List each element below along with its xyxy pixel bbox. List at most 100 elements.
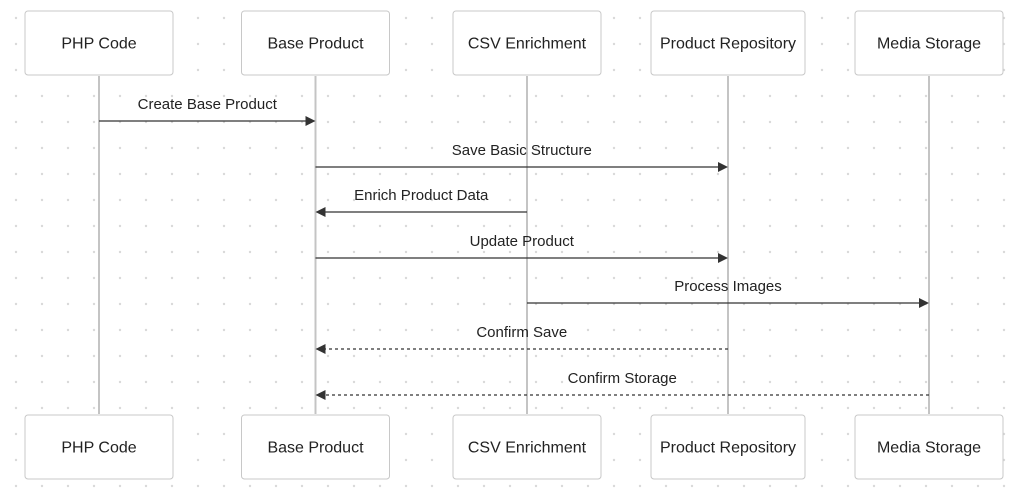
grid-dot <box>404 432 408 436</box>
grid-dot <box>742 120 746 124</box>
grid-dot <box>14 172 18 176</box>
grid-dot <box>248 484 252 488</box>
grid-dot <box>716 328 720 332</box>
grid-dot <box>638 380 642 384</box>
grid-dot <box>430 94 434 98</box>
grid-dot <box>378 484 382 488</box>
grid-dot <box>560 146 564 150</box>
grid-dot <box>66 120 70 124</box>
grid-dot <box>144 354 148 358</box>
grid-dot <box>1002 406 1006 410</box>
grid-dot <box>482 120 486 124</box>
grid-dot <box>768 380 772 384</box>
grid-dot <box>612 328 616 332</box>
grid-dot <box>92 328 96 332</box>
grid-dot <box>664 94 668 98</box>
grid-dot <box>274 94 278 98</box>
grid-dot <box>14 250 18 254</box>
grid-dot <box>638 198 642 202</box>
participant-label: Base Product <box>267 36 364 53</box>
participant-base-bottom: Base Product <box>241 414 390 480</box>
grid-dot <box>430 198 434 202</box>
grid-dot <box>170 302 174 306</box>
grid-dot <box>430 328 434 332</box>
grid-dot <box>846 328 850 332</box>
grid-dot <box>768 250 772 254</box>
grid-dot <box>92 224 96 228</box>
grid-dot <box>664 120 668 124</box>
grid-dot <box>898 146 902 150</box>
grid-dot <box>924 224 928 228</box>
grid-dot <box>14 68 18 72</box>
grid-dot <box>430 380 434 384</box>
grid-dot <box>508 328 512 332</box>
grid-dot <box>534 198 538 202</box>
grid-dot <box>794 146 798 150</box>
grid-dot <box>274 380 278 384</box>
grid-dot <box>846 432 850 436</box>
grid-dot <box>586 146 590 150</box>
grid-dot <box>924 406 928 410</box>
grid-dot <box>690 198 694 202</box>
grid-dot <box>508 484 512 488</box>
grid-dot <box>586 276 590 280</box>
grid-dot <box>14 380 18 384</box>
grid-dot <box>1002 302 1006 306</box>
grid-dot <box>300 94 304 98</box>
grid-dot <box>898 120 902 124</box>
grid-dot <box>924 146 928 150</box>
grid-dot <box>820 484 824 488</box>
grid-dot <box>378 380 382 384</box>
grid-dot <box>612 406 616 410</box>
grid-dot <box>430 250 434 254</box>
grid-dot <box>430 484 434 488</box>
grid-dot <box>170 354 174 358</box>
grid-dot <box>820 380 824 384</box>
participant-label: Product Repository <box>660 36 796 53</box>
grid-dot <box>898 354 902 358</box>
grid-dot <box>144 276 148 280</box>
grid-dot <box>404 42 408 46</box>
grid-dot <box>430 432 434 436</box>
grid-dot <box>534 120 538 124</box>
grid-dot <box>66 328 70 332</box>
grid-dot <box>456 406 460 410</box>
grid-dot <box>118 198 122 202</box>
grid-dot <box>690 172 694 176</box>
grid-dot <box>378 146 382 150</box>
grid-dot <box>976 120 980 124</box>
grid-dot <box>300 250 304 254</box>
grid-dot <box>14 302 18 306</box>
grid-dot <box>794 406 798 410</box>
grid-dot <box>1002 94 1006 98</box>
grid-dot <box>716 146 720 150</box>
grid-dot <box>378 406 382 410</box>
grid-dot <box>612 68 616 72</box>
grid-dot <box>144 406 148 410</box>
grid-dot <box>456 120 460 124</box>
grid-dot <box>898 94 902 98</box>
grid-dot <box>690 94 694 98</box>
grid-dot <box>326 484 330 488</box>
grid-dot <box>586 484 590 488</box>
grid-dot <box>482 172 486 176</box>
grid-dot <box>586 94 590 98</box>
grid-dot <box>664 328 668 332</box>
grid-dot <box>40 380 44 384</box>
grid-dot <box>170 250 174 254</box>
grid-dot <box>378 224 382 228</box>
grid-dot <box>248 224 252 228</box>
participant-label: PHP Code <box>61 440 136 457</box>
grid-dot <box>144 146 148 150</box>
grid-dot <box>352 120 356 124</box>
grid-dot <box>534 380 538 384</box>
grid-dot <box>352 354 356 358</box>
grid-dot <box>482 94 486 98</box>
grid-dot <box>222 224 226 228</box>
grid-dot <box>846 146 850 150</box>
grid-dot <box>976 172 980 176</box>
grid-dot <box>586 380 590 384</box>
grid-dot <box>118 276 122 280</box>
